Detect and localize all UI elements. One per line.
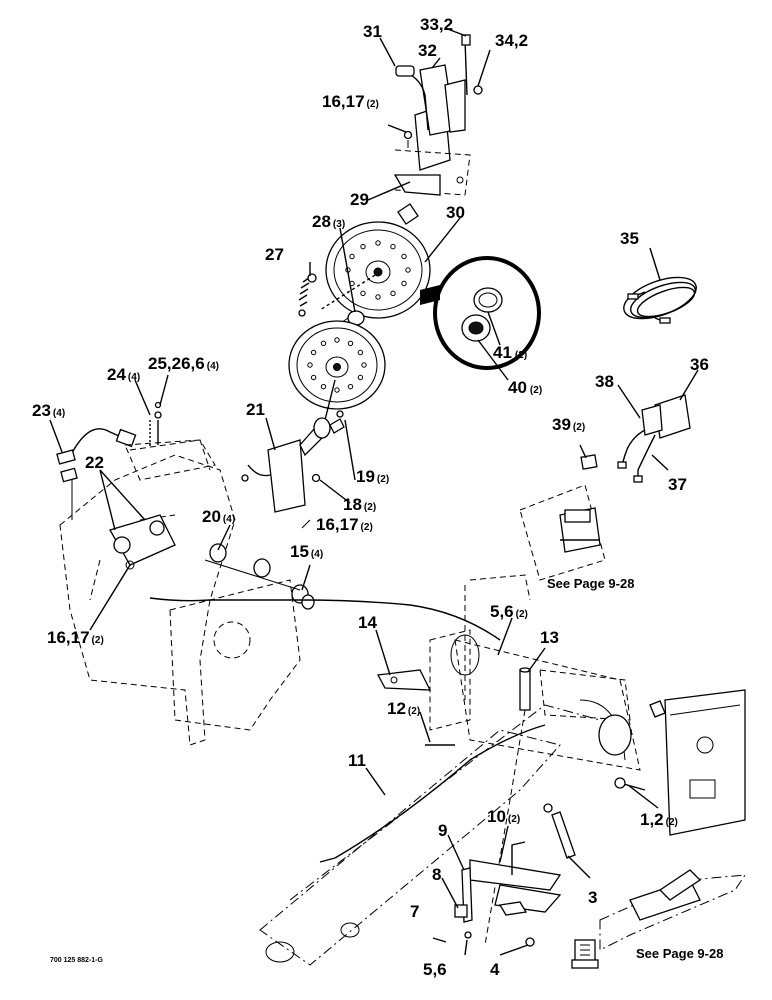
callout-20: 20(4) bbox=[202, 507, 235, 526]
callout-19: 19(2) bbox=[356, 467, 389, 486]
callout-8: 8 bbox=[432, 865, 441, 884]
see-page-note-lower: See Page 9-28 bbox=[636, 946, 723, 961]
pulley-hole bbox=[307, 362, 313, 368]
callout-4: 4 bbox=[490, 960, 500, 979]
sensor-module-36 bbox=[580, 394, 691, 483]
callout-7: 7 bbox=[410, 902, 419, 921]
callout-21: 21 bbox=[246, 400, 265, 419]
callout-16-upper: 16,17(2) bbox=[322, 92, 379, 111]
hitch-assembly bbox=[571, 869, 746, 969]
pulley-hole bbox=[361, 362, 367, 368]
callout-33: 33,2 bbox=[420, 15, 453, 34]
pulley-hole bbox=[405, 267, 411, 273]
bracket-21 bbox=[241, 410, 345, 529]
cable-run bbox=[149, 597, 501, 641]
pin-13 bbox=[425, 667, 531, 946]
callout-11: 11 bbox=[348, 751, 366, 770]
pulley-hole bbox=[360, 290, 366, 297]
pulley-hole bbox=[390, 243, 396, 250]
control-box-upper bbox=[519, 484, 606, 581]
callout-25: 25,26,6(4) bbox=[148, 354, 219, 373]
callout-27: 27 bbox=[265, 245, 284, 264]
pulley-hole bbox=[401, 253, 407, 260]
pulley-hole bbox=[390, 290, 396, 297]
bearing-detail-inset bbox=[420, 256, 541, 370]
callout-18: 18(2) bbox=[343, 495, 376, 514]
callout-13: 13 bbox=[540, 628, 559, 647]
callout-31: 31 bbox=[363, 22, 382, 41]
pulley-lower bbox=[288, 320, 386, 421]
pulley-30 bbox=[319, 221, 431, 319]
callout-23: 23(4) bbox=[32, 401, 65, 420]
pulley-hole bbox=[401, 280, 407, 287]
callout-37: 37 bbox=[668, 475, 687, 494]
pulley-hole bbox=[357, 374, 364, 381]
callout-36: 36 bbox=[690, 355, 709, 374]
callout-41: 41(2) bbox=[493, 343, 527, 362]
callout-15: 15(4) bbox=[290, 542, 323, 561]
pulley-hole bbox=[320, 340, 327, 347]
callout-14: 14 bbox=[358, 613, 377, 632]
pulley-hole bbox=[310, 349, 317, 356]
callout-3: 3 bbox=[588, 888, 597, 907]
callout-22: 22 bbox=[85, 453, 104, 472]
callout-5-lower: 5,6 bbox=[423, 960, 447, 979]
right-side-plates bbox=[539, 669, 746, 836]
pulley-hole bbox=[347, 383, 354, 390]
callout-24: 24(4) bbox=[107, 365, 140, 384]
callout-28: 28(3) bbox=[312, 212, 345, 231]
pulley-hole bbox=[349, 253, 355, 260]
callout-1: 1,2(2) bbox=[640, 810, 678, 829]
callout-12: 12(2) bbox=[387, 699, 420, 718]
callout-9: 9 bbox=[438, 821, 447, 840]
callout-16-lower: 16,17(2) bbox=[47, 628, 104, 647]
pulley-hole bbox=[310, 374, 317, 381]
pulley-hole bbox=[320, 383, 327, 390]
callout-30: 30 bbox=[446, 203, 465, 222]
callout-38: 38 bbox=[595, 372, 614, 391]
pulley-hole bbox=[357, 349, 364, 356]
pulley-hole bbox=[375, 240, 381, 246]
upper-bracket-assembly bbox=[393, 34, 483, 225]
callout-29: 29 bbox=[350, 190, 369, 209]
callout-16-mid: 16,17(2) bbox=[316, 515, 373, 534]
callout-35: 35 bbox=[620, 229, 639, 248]
pulley-hole bbox=[334, 387, 340, 393]
callout-34: 34,2 bbox=[495, 31, 528, 50]
callouts: 31 33,2 34,2 32 16,17(2) 29 30 28(3) 27 … bbox=[32, 15, 709, 979]
drawbar-tube bbox=[429, 574, 641, 771]
callout-10: 10(2) bbox=[487, 807, 520, 826]
callout-40: 40(2) bbox=[508, 378, 542, 397]
bracket-14 bbox=[376, 669, 432, 691]
callout-32: 32 bbox=[418, 41, 437, 60]
tongue-frame bbox=[259, 704, 601, 966]
pulley-hole bbox=[360, 243, 366, 250]
see-page-note-upper: See Page 9-28 bbox=[547, 576, 634, 591]
pulley-hole bbox=[334, 337, 340, 343]
harness-35 bbox=[623, 276, 697, 324]
spring-27 bbox=[298, 273, 317, 317]
bearings-20-15 bbox=[204, 543, 315, 610]
figure-code: 700 125 882-1-G bbox=[50, 957, 103, 964]
callout-5-upper: 5,6(2) bbox=[490, 602, 528, 621]
pulley-hole bbox=[347, 340, 354, 347]
pulley-hole bbox=[375, 294, 381, 300]
callout-39: 39(2) bbox=[552, 415, 585, 434]
bearing-plate-22 bbox=[109, 514, 176, 570]
sensor-assembly-24 bbox=[56, 401, 216, 520]
leader-lines bbox=[49, 27, 699, 956]
left-frame-housing bbox=[59, 439, 301, 746]
